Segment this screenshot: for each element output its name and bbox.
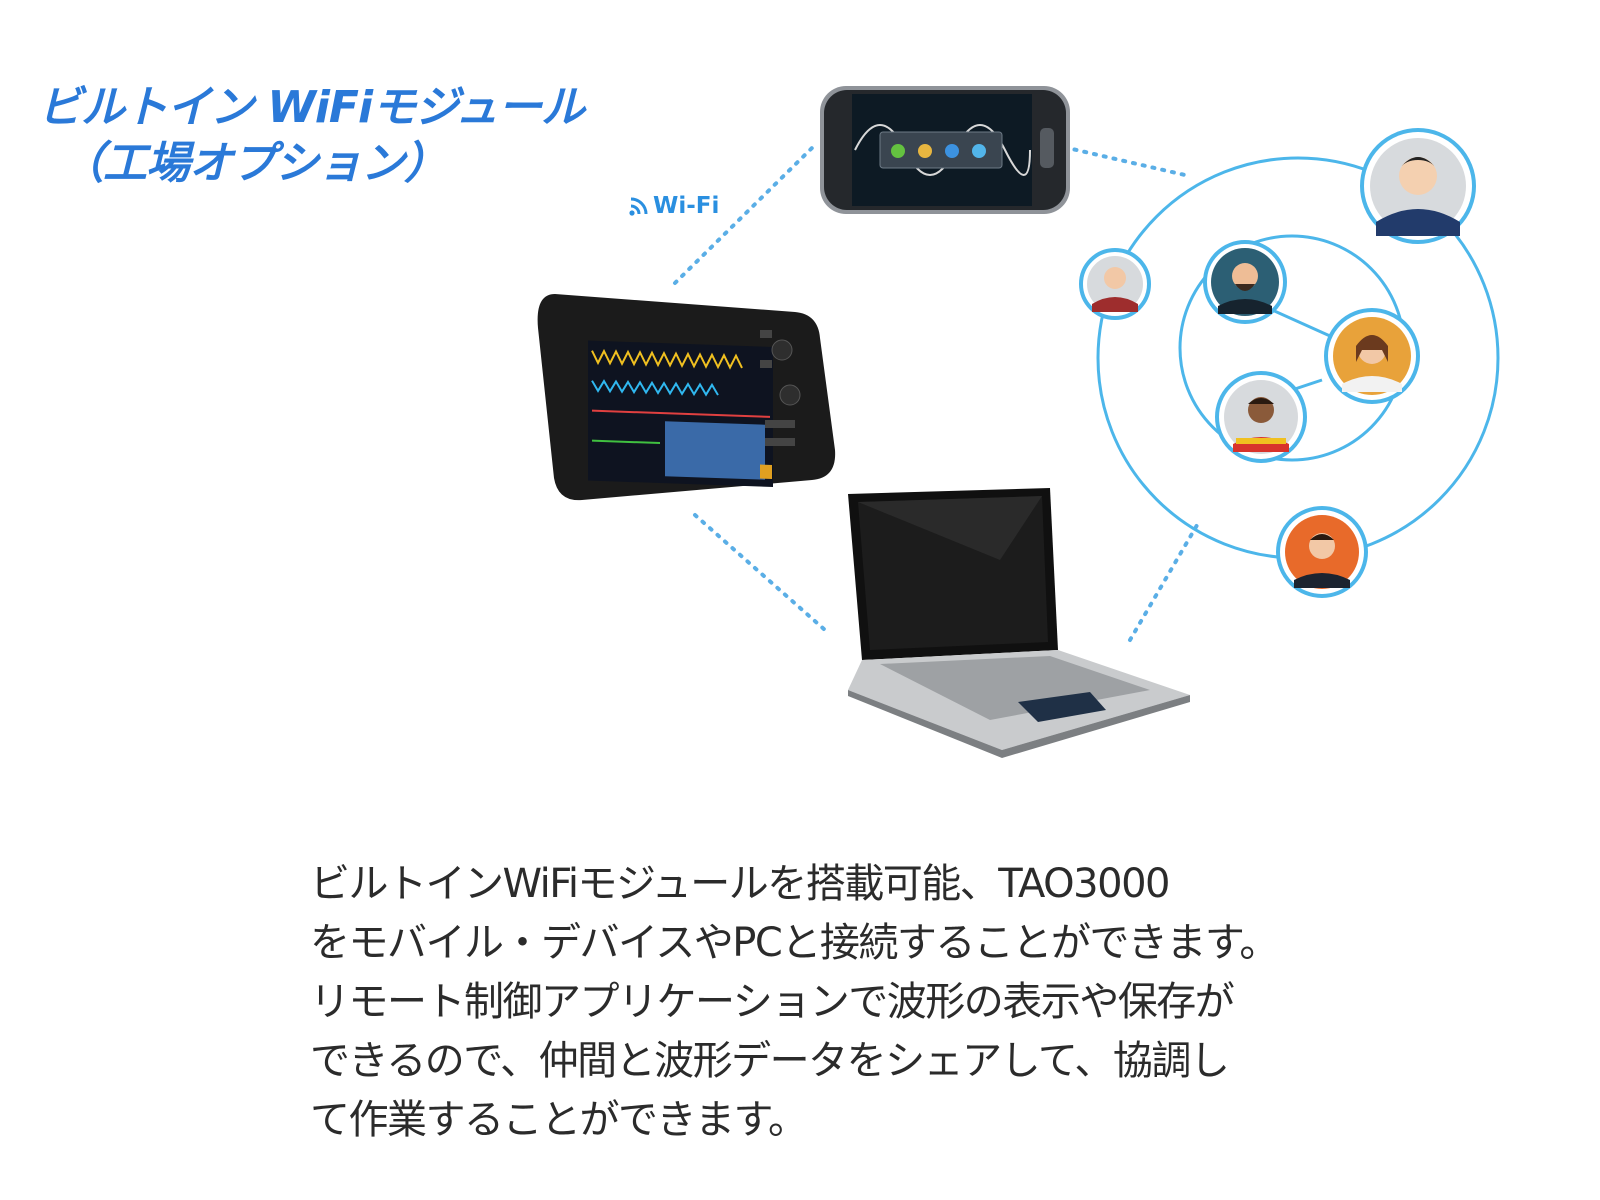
person-avatar-icon [1203, 240, 1287, 324]
description-line-3: リモート制御アプリケーションで波形の表示や保存が [310, 979, 1235, 1025]
description-line-5: て作業することができます。 [310, 1097, 808, 1143]
description-text: ビルトインWiFiモジュールを搭載可能、TAO3000 をモバイル・デバイスやP… [310, 855, 1350, 1150]
smartphone-image [820, 86, 1070, 214]
title-line-2: （工場オプション） [60, 138, 448, 189]
title-line-1: ビルトイン WiFiモジュール [38, 82, 585, 133]
person-avatar-icon [1215, 371, 1307, 463]
person-avatar-icon [1324, 308, 1420, 404]
description-line-4: できるので、仲間と波形データをシェアして、協調し [310, 1038, 1230, 1084]
person-avatar-icon [1276, 506, 1368, 598]
person-avatar-icon [1360, 128, 1476, 244]
wifi-icon [629, 197, 648, 216]
page-title: ビルトイン WiFiモジュール （工場オプション） [38, 80, 585, 192]
oscilloscope-image [537, 294, 836, 501]
wifi-text: Wi-Fi [653, 193, 720, 219]
wifi-label: Wi-Fi [628, 193, 719, 219]
laptop-image [848, 488, 1190, 758]
description-line-2: をモバイル・デバイスやPCと接続することができます。 [310, 920, 1279, 966]
description-line-1: ビルトインWiFiモジュールを搭載可能、TAO3000 [310, 861, 1170, 907]
dotted-links [673, 143, 1202, 642]
person-avatar-icon [1079, 248, 1151, 320]
